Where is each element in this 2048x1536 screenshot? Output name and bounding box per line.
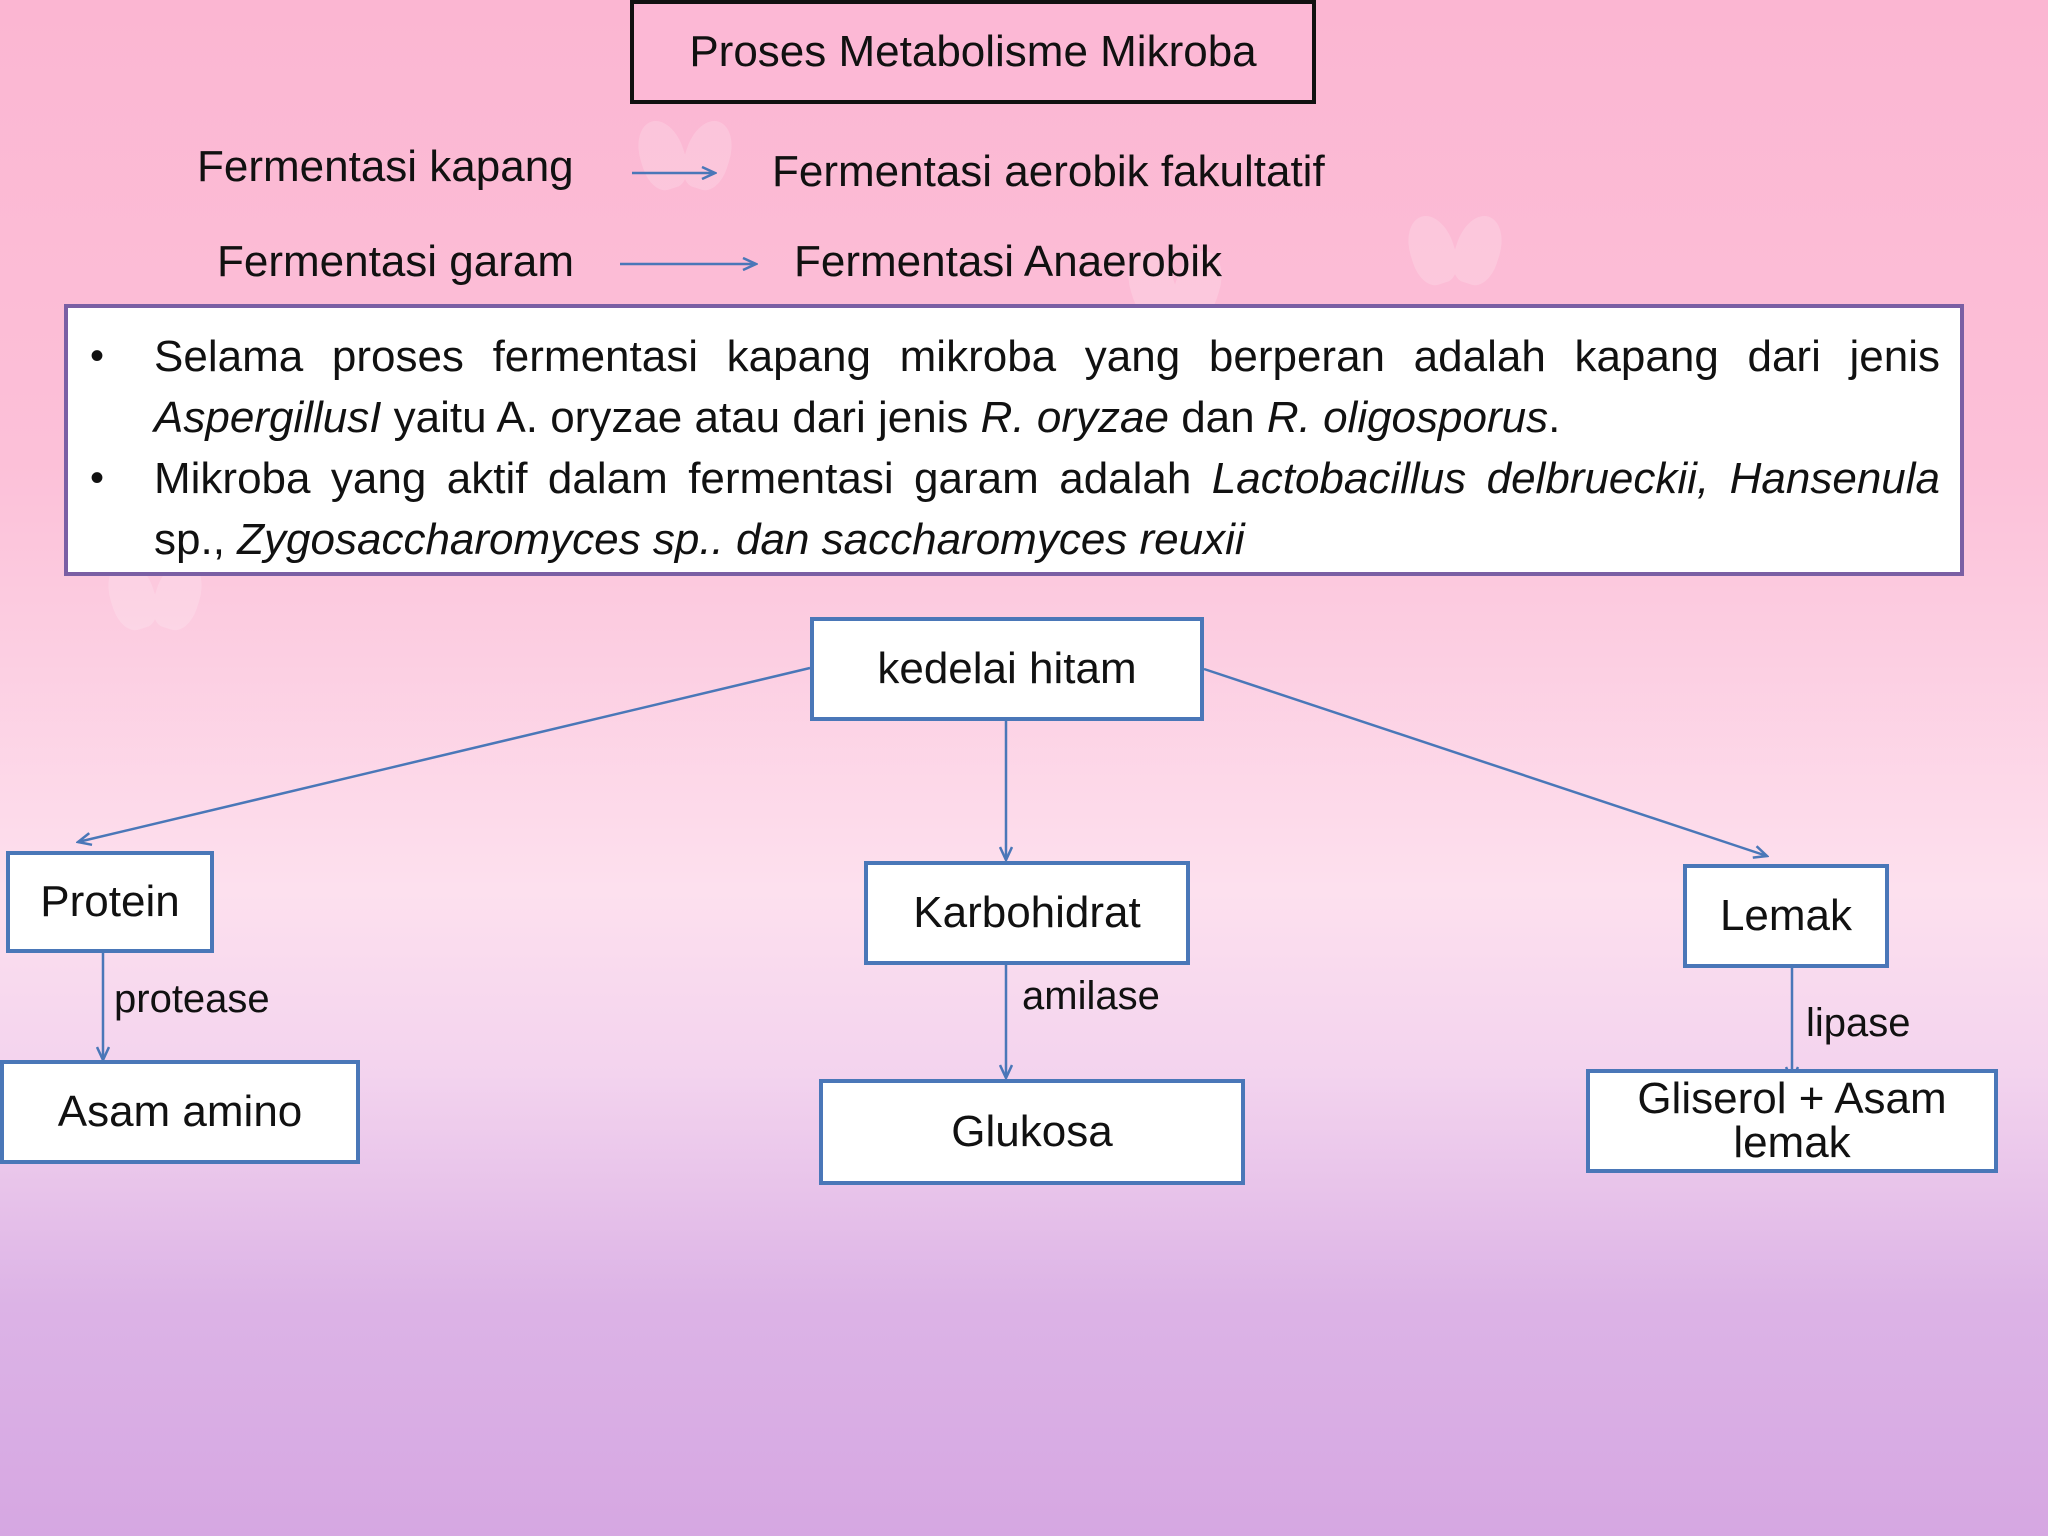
edge-root-protein — [78, 666, 811, 842]
bullet-dot: • — [90, 334, 105, 378]
slide-title: Proses Metabolisme Mikroba — [630, 0, 1316, 104]
fermentation-result-salt: Fermentasi Anaerobik — [794, 237, 1222, 286]
node-protein: Protein — [6, 851, 214, 953]
node-root: kedelai hitam — [810, 617, 1204, 721]
bullet-item: • Selama proses fermentasi kapang mikrob… — [90, 326, 1940, 448]
bullet-text: Selama proses fermentasi kapang mikroba … — [154, 332, 1940, 442]
edge-root-lemak — [1203, 667, 1767, 856]
enzyme-amilase: amilase — [1022, 974, 1160, 1018]
info-box: • Selama proses fermentasi kapang mikrob… — [64, 304, 1964, 576]
bullet-dot: • — [90, 456, 105, 500]
bullet-text: Mikroba yang aktif dalam fermentasi gara… — [154, 454, 1940, 564]
node-lemak: Lemak — [1683, 864, 1889, 968]
node-gliserol-asam-lemak: Gliserol + Asam lemak — [1586, 1069, 1998, 1173]
fermentation-type-mold: Fermentasi kapang — [197, 142, 574, 191]
node-karbohidrat: Karbohidrat — [864, 861, 1190, 965]
enzyme-protease: protease — [114, 977, 270, 1021]
fermentation-result-mold: Fermentasi aerobik fakultatif — [772, 147, 1325, 196]
node-asam-amino: Asam amino — [0, 1060, 360, 1164]
enzyme-lipase: lipase — [1806, 1001, 1911, 1045]
bullet-item: • Mikroba yang aktif dalam fermentasi ga… — [90, 448, 1940, 570]
node-glukosa: Glukosa — [819, 1079, 1245, 1185]
fermentation-type-salt: Fermentasi garam — [217, 237, 575, 286]
